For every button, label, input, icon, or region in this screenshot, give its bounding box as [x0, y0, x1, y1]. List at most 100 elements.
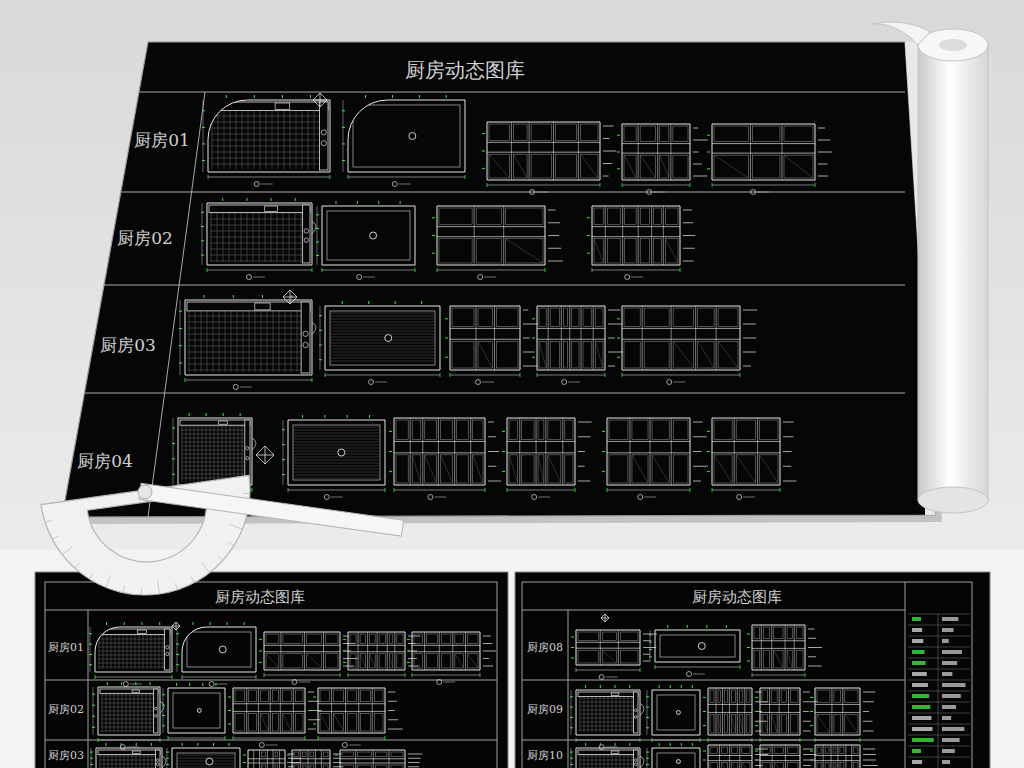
leader-line: [863, 731, 874, 732]
cabinet-door: [275, 752, 278, 757]
floor-grid: [211, 206, 212, 262]
band-line: [104, 285, 905, 286]
door-diagonal: [262, 765, 266, 768]
dimension-tick: [182, 675, 183, 679]
cad-drawing: [282, 415, 385, 500]
counter: [165, 629, 170, 670]
dimension-mark: [445, 357, 448, 358]
leader-line: [578, 466, 585, 467]
cabinet-door: [262, 752, 266, 757]
dimension-mark: [162, 694, 165, 695]
dimension-tick: [330, 175, 331, 179]
cabinet-door: [754, 627, 759, 639]
floor-grid: [181, 426, 249, 427]
cad-detail: [180, 420, 250, 483]
dimension-mark: [201, 255, 204, 256]
dimension-mark: [571, 637, 574, 638]
cabinet-door: [796, 627, 803, 639]
scale-tick: [230, 523, 242, 531]
dimension-tick: [752, 673, 753, 677]
cabinet-division: [569, 306, 570, 370]
dimension-tick: [485, 488, 486, 492]
cad-detail: [760, 745, 800, 768]
cad-detail: [209, 205, 310, 263]
leader-line: [523, 324, 538, 325]
dimension-mark: [176, 633, 179, 634]
floor-grid: [235, 206, 236, 262]
counter-line: [712, 153, 815, 154]
dimension-mark: [136, 743, 137, 746]
leader-line: [863, 711, 869, 712]
dimension-mark: [92, 716, 95, 717]
leader-line: [863, 754, 876, 755]
dimension-mark: [343, 639, 346, 640]
counter-line: [233, 703, 305, 704]
dimension-mark: [151, 743, 152, 746]
sheet-grid: [522, 582, 905, 768]
counter-line: [412, 651, 480, 652]
cad-detail: [330, 311, 435, 365]
counter-line: [437, 226, 545, 227]
cabinet-division: [439, 632, 440, 670]
dimension-mark: [172, 458, 175, 459]
dimension-mark: [602, 471, 605, 472]
dimension-tick: [440, 373, 441, 377]
dimension-mark: [659, 743, 660, 746]
dimension-tick: [233, 736, 234, 740]
cabinet-door: [389, 654, 393, 668]
cabinet-door: [718, 341, 738, 368]
door-swing: [312, 323, 316, 335]
dimension-line: [233, 738, 305, 739]
cabinet-division: [494, 306, 495, 370]
counter-line: [760, 760, 800, 761]
dimension-mark: [201, 226, 204, 227]
cabinet-door: [538, 455, 544, 483]
dimension-mark: [176, 664, 179, 665]
view-marker-line: [484, 277, 496, 278]
dimension-mark: [810, 697, 813, 698]
cabinet-division: [772, 745, 773, 768]
dimension-mark: [172, 428, 175, 429]
dimension-mark: [706, 625, 707, 628]
band-line: [522, 740, 905, 741]
leader-line: [608, 310, 620, 311]
cabinet-door: [306, 634, 321, 643]
dimension-mark: [617, 168, 620, 169]
dimension-mark: [617, 135, 620, 136]
dimension-line: [487, 185, 600, 186]
sink: [275, 103, 290, 110]
cad-drawing: [342, 95, 465, 187]
counter-line: [622, 153, 690, 154]
dimension-mark: [227, 622, 228, 625]
dimension-mark: [687, 625, 688, 628]
dimension-mark: [571, 658, 574, 659]
cabinet-door: [714, 455, 732, 483]
floor-grid: [237, 303, 238, 372]
cabinet-division: [771, 625, 772, 670]
dimension-mark: [445, 318, 448, 319]
cad-drawing: [259, 632, 358, 685]
dimension-mark: [707, 431, 710, 432]
cad-drawing: [707, 418, 796, 500]
dimension-mark: [747, 647, 750, 648]
outline: [607, 418, 690, 485]
view-marker: [357, 275, 362, 280]
dimension-tick: [385, 736, 386, 740]
column-line: [905, 582, 906, 768]
dimension-line: [537, 375, 605, 376]
counter-line: [815, 704, 860, 705]
counter-line: [394, 441, 485, 442]
dimension-tick: [480, 673, 481, 677]
dimension-tick: [160, 738, 161, 742]
cabinet-door: [538, 420, 544, 439]
dimension-line: [202, 203, 203, 265]
ceiling-strip: [294, 454, 379, 455]
ceiling-inset: [293, 425, 380, 480]
floor-grid: [265, 206, 266, 262]
dimension-mark: [202, 110, 205, 111]
cabinet-door: [762, 747, 770, 754]
dimension-mark: [707, 135, 710, 136]
cabinet-door: [640, 208, 649, 225]
cad-drawing: [92, 682, 164, 750]
dimension-tick: [168, 736, 169, 740]
